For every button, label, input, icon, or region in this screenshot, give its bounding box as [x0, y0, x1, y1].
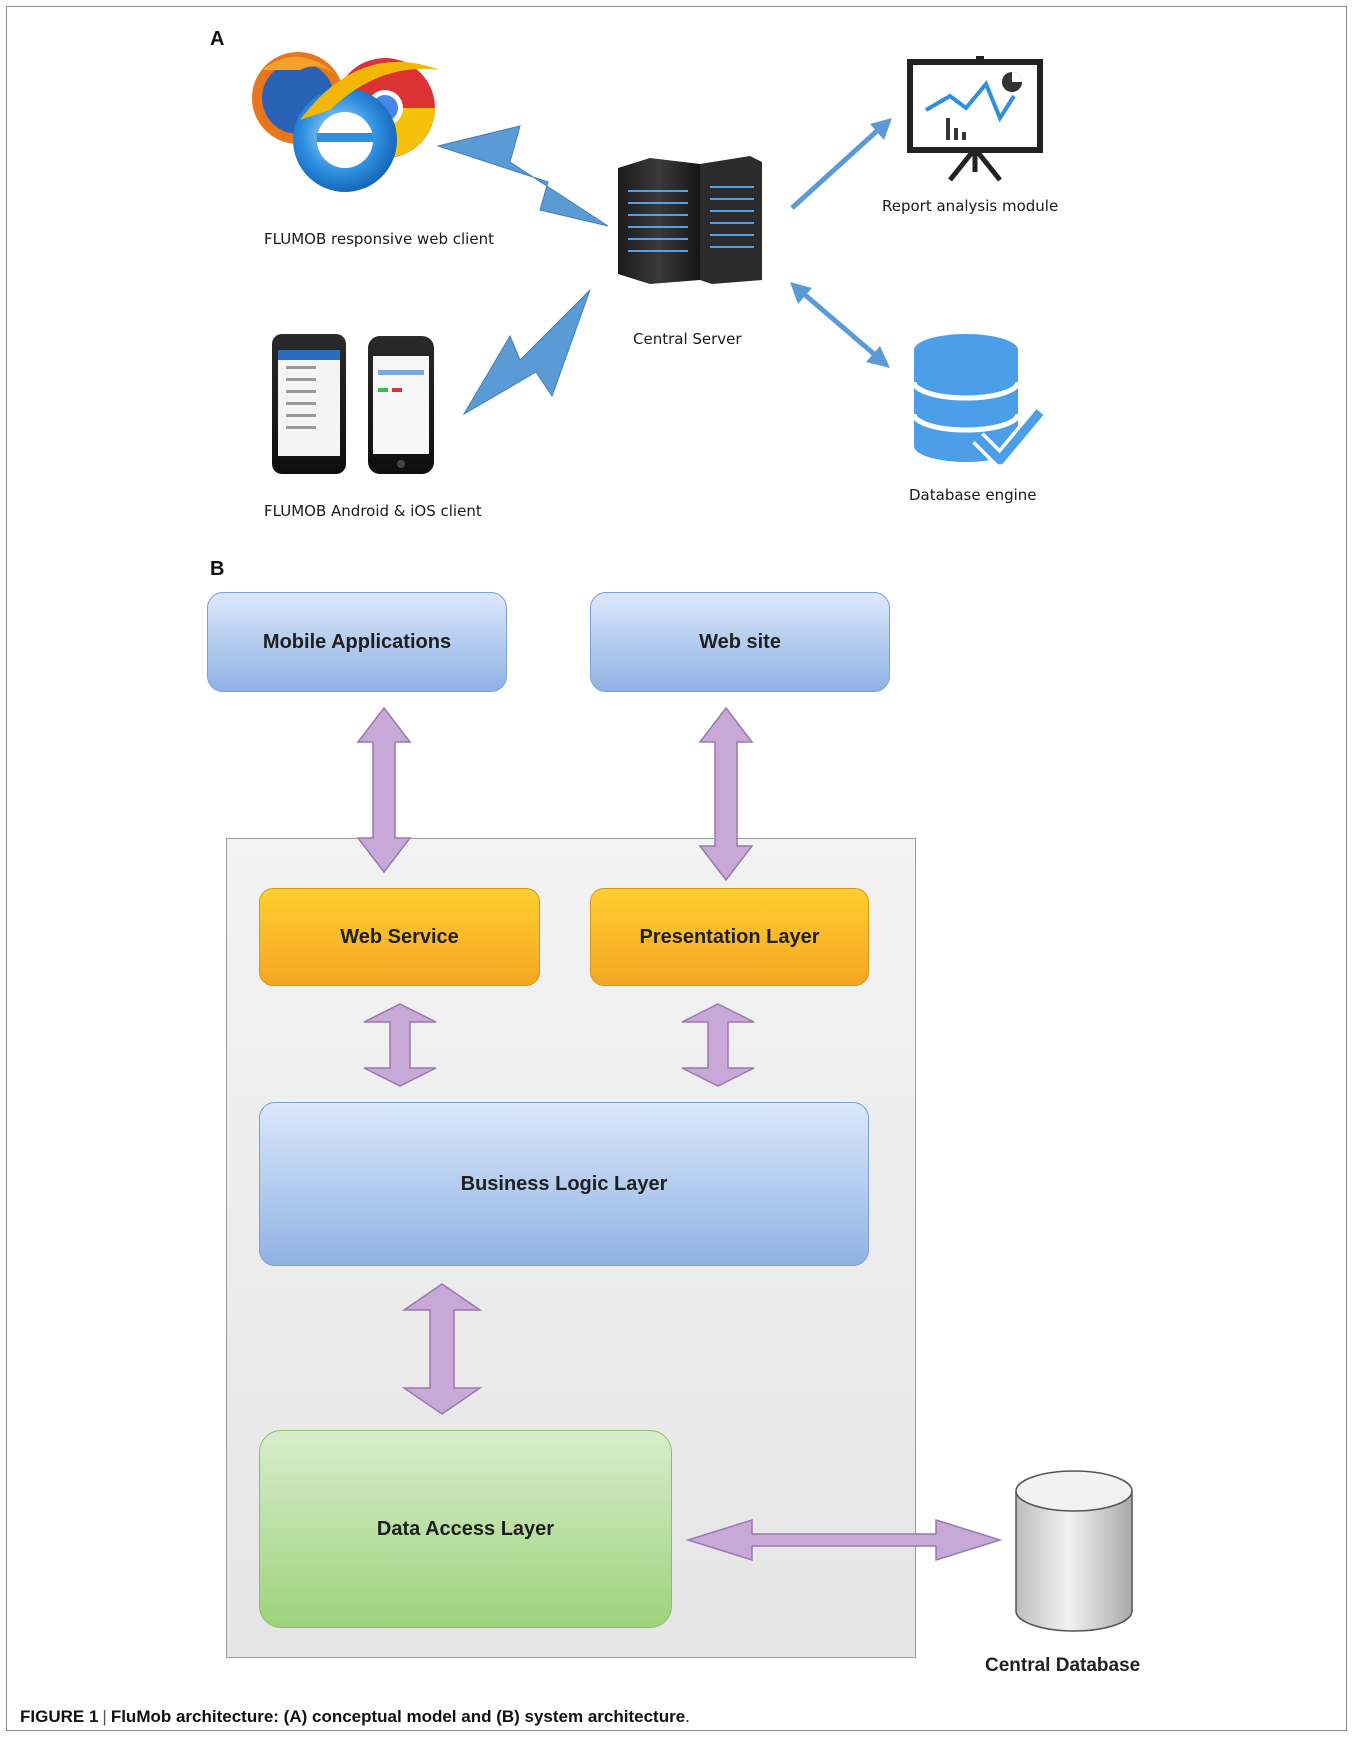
report-analysis-label: Report analysis module: [882, 197, 1059, 215]
caption-text: FluMob architecture: (A) conceptual mode…: [110, 1707, 686, 1726]
website-to-presentation-arrow: [698, 706, 754, 882]
presentation-layer-box: Presentation Layer: [590, 888, 869, 986]
web-service-label: Web Service: [340, 925, 459, 948]
server-icon: [618, 156, 762, 284]
data-access-layer-label: Data Access Layer: [376, 1517, 555, 1540]
businesslogic-to-dataaccess-arrow: [401, 1283, 483, 1415]
mobile-client-label: FLUMOB Android & iOS client: [264, 502, 482, 520]
web-client-label: FLUMOB responsive web client: [264, 230, 494, 248]
figure-number: FIGURE 1: [20, 1707, 99, 1726]
business-logic-layer-label: Business Logic Layer: [460, 1172, 668, 1195]
mobile-applications-box: Mobile Applications: [207, 592, 507, 692]
web-site-label: Web site: [699, 630, 781, 653]
dataaccess-to-database-arrow: [685, 1518, 1003, 1562]
webservice-to-businesslogic-arrow: [363, 1003, 437, 1087]
business-logic-layer-box: Business Logic Layer: [259, 1102, 869, 1266]
report-board-icon: [907, 56, 1043, 182]
server-to-report-arrow: [790, 118, 892, 210]
figure-frame: [6, 6, 1347, 1731]
database-engine-label: Database engine: [909, 486, 1037, 504]
android-phone-icon: [272, 334, 346, 474]
central-database-icon: [1015, 1470, 1133, 1632]
lightning-bolt-mobile-icon: [462, 289, 591, 416]
browser-logos-icon: [252, 52, 440, 192]
central-database-label: Central Database: [985, 1655, 1141, 1676]
central-server-label: Central Server: [633, 330, 742, 348]
lightning-bolt-web-icon: [436, 125, 609, 227]
data-access-layer-box: Data Access Layer: [259, 1430, 672, 1628]
server-database-arrow: [790, 282, 890, 368]
figure-caption: FIGURE 1|FluMob architecture: (A) concep…: [20, 1707, 690, 1727]
database-engine-icon: [911, 334, 1047, 468]
presentation-layer-label: Presentation Layer: [639, 925, 820, 948]
ios-phone-icon: [368, 336, 434, 474]
mobile-to-webservice-arrow: [356, 706, 412, 874]
caption-period: .: [685, 1707, 690, 1726]
panel-a-letter: A: [210, 28, 225, 50]
presentation-to-businesslogic-arrow: [681, 1003, 755, 1087]
web-site-box: Web site: [590, 592, 890, 692]
panel-b-letter: B: [210, 558, 225, 580]
web-service-box: Web Service: [259, 888, 540, 986]
mobile-applications-label: Mobile Applications: [262, 630, 452, 653]
caption-separator: |: [102, 1707, 107, 1726]
